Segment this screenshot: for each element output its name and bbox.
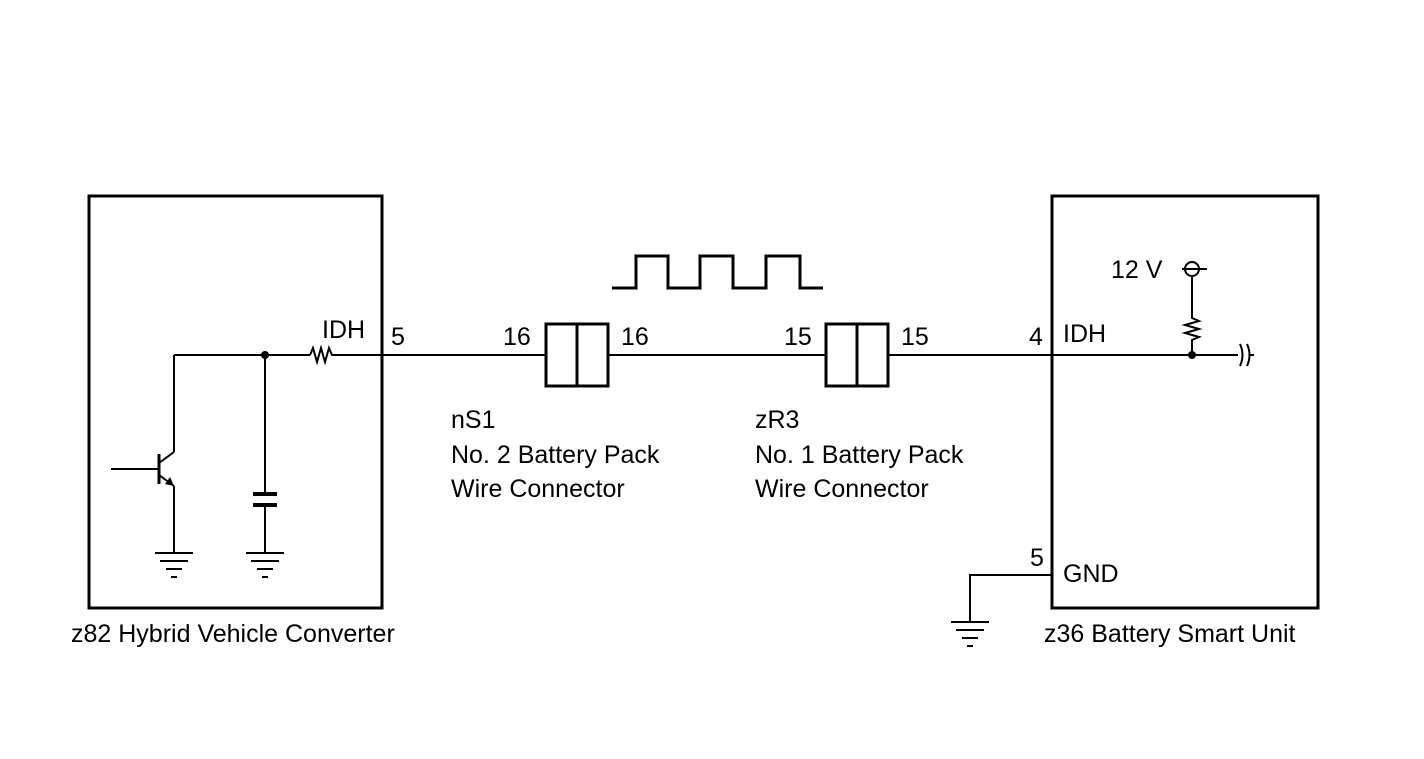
battery-smart-unit: 4 IDH 12 V 5 GND z36 Battery Smart Unit	[1029, 194, 1320, 648]
zr3-name-line1: No. 1 Battery Pack	[755, 441, 964, 469]
pullup-resistor-symbol	[1181, 275, 1203, 355]
smart-unit-idh-pin: 4	[1029, 323, 1043, 351]
converter-name-label: z82 Hybrid Vehicle Converter	[71, 620, 395, 648]
transistor-symbol	[111, 355, 175, 553]
connector-ns1: 16 16 nS1 No. 2 Battery Pack Wire Connec…	[451, 322, 660, 503]
zr3-name-line2: Wire Connector	[755, 475, 929, 503]
capacitor-symbol	[253, 355, 277, 553]
converter-idh-label: IDH	[322, 316, 365, 344]
connector-zr3: 15 15 zR3 No. 1 Battery Pack Wire Connec…	[755, 322, 964, 503]
converter-pin-5: 5	[391, 323, 405, 351]
pulse-waveform-icon	[612, 254, 823, 290]
converter-box	[87, 194, 384, 610]
ns1-pin-right: 16	[621, 323, 649, 351]
ground-symbol	[951, 621, 989, 647]
resistor-symbol	[309, 344, 382, 366]
smart-unit-gnd-pin: 5	[1030, 544, 1044, 572]
ns1-pin-left: 16	[503, 323, 531, 351]
supply-voltage-label: 12 V	[1111, 256, 1163, 284]
hybrid-vehicle-converter-unit: IDH z82 Hybrid Vehicle Converter	[71, 194, 395, 648]
zr3-code-label: zR3	[755, 406, 799, 434]
smart-unit-gnd-label: GND	[1063, 560, 1119, 588]
ground-symbol	[246, 552, 284, 578]
smart-unit-box	[1050, 194, 1320, 610]
ns1-code-label: nS1	[451, 406, 495, 434]
ground-symbol	[155, 552, 193, 578]
wire-break-icon	[1239, 343, 1254, 367]
ns1-name-line2: Wire Connector	[451, 475, 625, 503]
smart-unit-idh-label: IDH	[1063, 320, 1106, 348]
zr3-pin-right: 15	[901, 323, 929, 351]
smart-unit-name-label: z36 Battery Smart Unit	[1044, 620, 1296, 648]
ground-wire	[969, 574, 1052, 622]
zr3-pin-left: 15	[784, 323, 812, 351]
ns1-name-line1: No. 2 Battery Pack	[451, 441, 660, 469]
